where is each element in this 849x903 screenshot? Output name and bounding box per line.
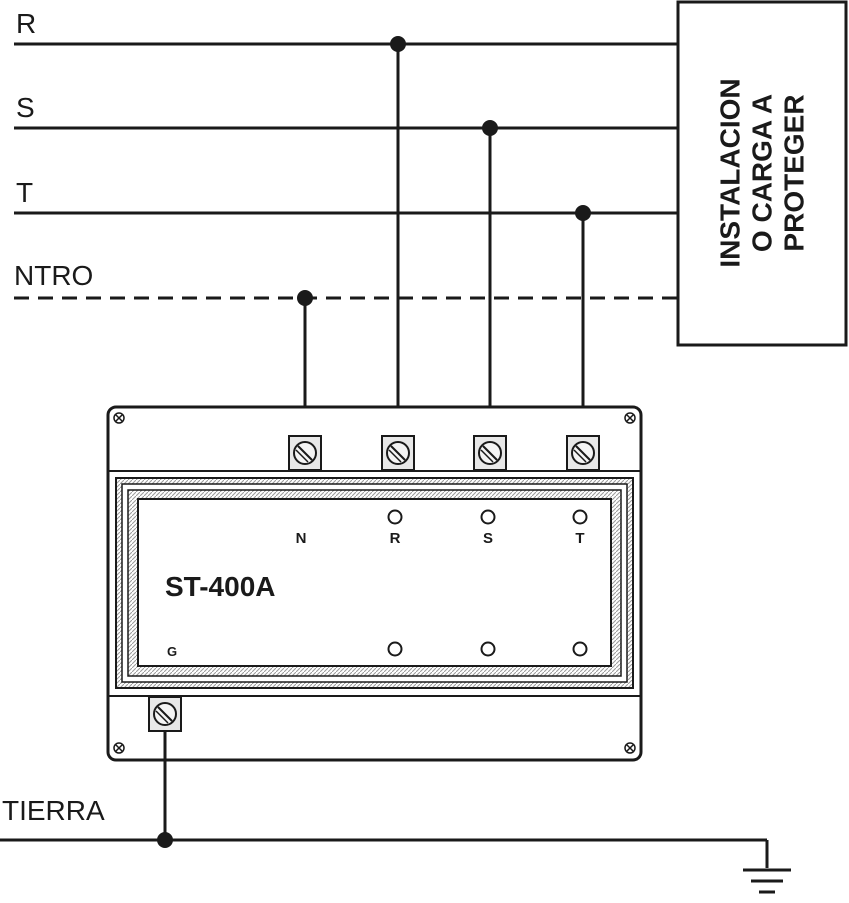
label-neutral: NTRO (14, 260, 93, 291)
led-r-top (387, 509, 403, 525)
led-s-bottom (480, 641, 496, 657)
label-s: S (16, 92, 35, 123)
terminal-label-g: G (167, 644, 177, 659)
load-box-line3: PROTEGER (778, 94, 809, 251)
terminal-screw-s-icon (473, 435, 507, 471)
junction-s (482, 120, 498, 136)
earth-ground-icon (743, 868, 791, 894)
device-panel (137, 498, 612, 667)
junction-r (390, 36, 406, 52)
junction-ground (157, 832, 173, 848)
terminal-label-t: T (575, 530, 584, 547)
terminal-screw-t-icon (566, 435, 600, 471)
terminal-label-r: R (390, 530, 401, 547)
device-model: ST-400A (165, 571, 276, 602)
corner-screw-icon (113, 412, 125, 424)
terminal-screw-n-icon (288, 435, 322, 471)
load-box-line1: INSTALACION (714, 78, 745, 267)
junction-t (575, 205, 591, 221)
load-box-line2: O CARGA A (746, 94, 777, 252)
corner-screw-icon (113, 742, 125, 754)
load-box (676, 0, 848, 347)
led-r-bottom (387, 641, 403, 657)
terminal-screw-r-icon (381, 435, 415, 471)
corner-screw-icon (624, 412, 636, 424)
device-enclosure (106, 405, 643, 762)
led-t-bottom (572, 641, 588, 657)
label-t: T (16, 177, 33, 208)
terminal-screw-g-icon (148, 696, 182, 732)
corner-screw-icon (624, 742, 636, 754)
label-r: R (16, 8, 36, 39)
junction-neutral (297, 290, 313, 306)
load-box-text: INSTALACION O CARGA A PROTEGER (714, 78, 809, 267)
label-ground: TIERRA (2, 795, 105, 826)
led-t-top (572, 509, 588, 525)
terminal-label-s: S (483, 530, 493, 547)
terminal-label-n: N (296, 530, 307, 547)
led-s-top (480, 509, 496, 525)
